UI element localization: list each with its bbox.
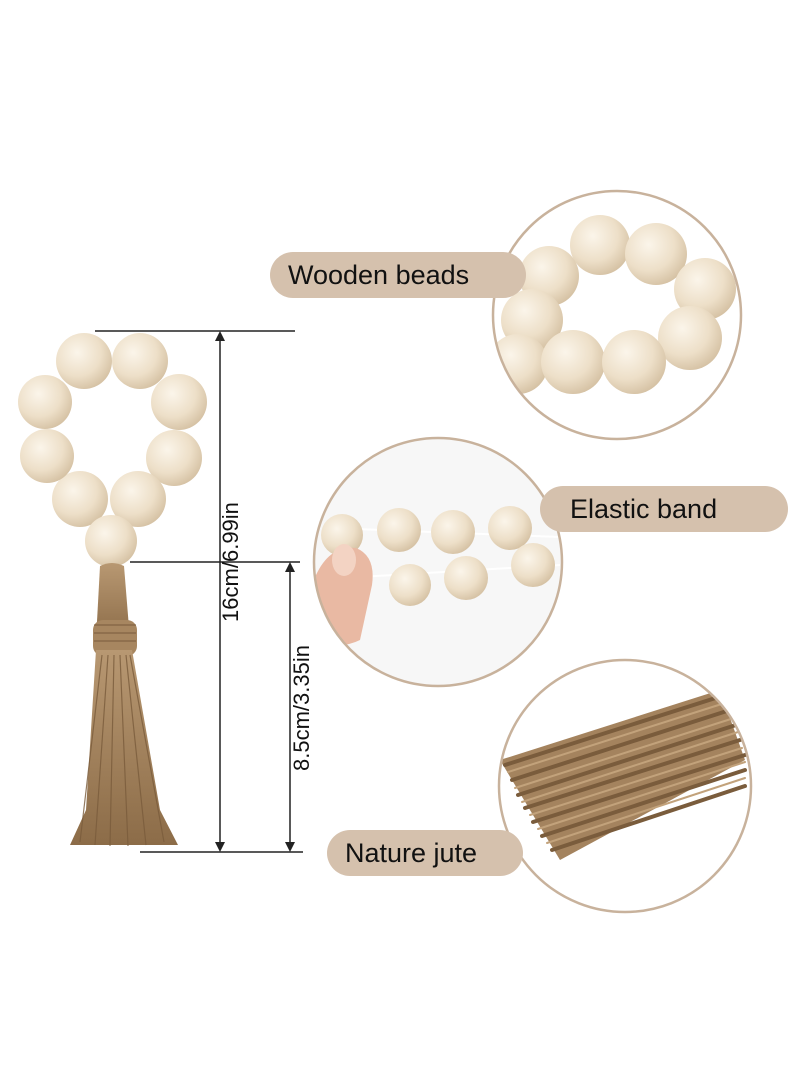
detail-elastic-band	[312, 436, 564, 688]
bead	[146, 430, 202, 486]
detail-nature-jute	[497, 658, 753, 914]
callout-wooden-beads: Wooden beads	[270, 252, 526, 298]
bead	[85, 515, 137, 567]
callout-elastic-band: Elastic band	[540, 486, 788, 532]
bead	[18, 375, 72, 429]
jute-tassel	[70, 563, 178, 847]
dimension-lines	[95, 330, 303, 853]
bead	[20, 429, 74, 483]
callout-elastic-band-label: Elastic band	[570, 493, 718, 524]
bead	[110, 471, 166, 527]
detail-wooden-beads	[491, 189, 743, 441]
bead	[52, 471, 108, 527]
callout-nature-jute-label: Nature jute	[345, 837, 478, 868]
bead-ring	[18, 333, 207, 567]
callout-wooden-beads-label: Wooden beads	[288, 259, 470, 290]
callout-nature-jute: Nature jute	[327, 830, 523, 876]
dimension-total-label: 16cm/6.99in	[218, 502, 243, 622]
bead	[112, 333, 168, 389]
bead	[151, 374, 207, 430]
dimension-tassel-label: 8.5cm/3.35in	[289, 645, 314, 771]
bead	[56, 333, 112, 389]
